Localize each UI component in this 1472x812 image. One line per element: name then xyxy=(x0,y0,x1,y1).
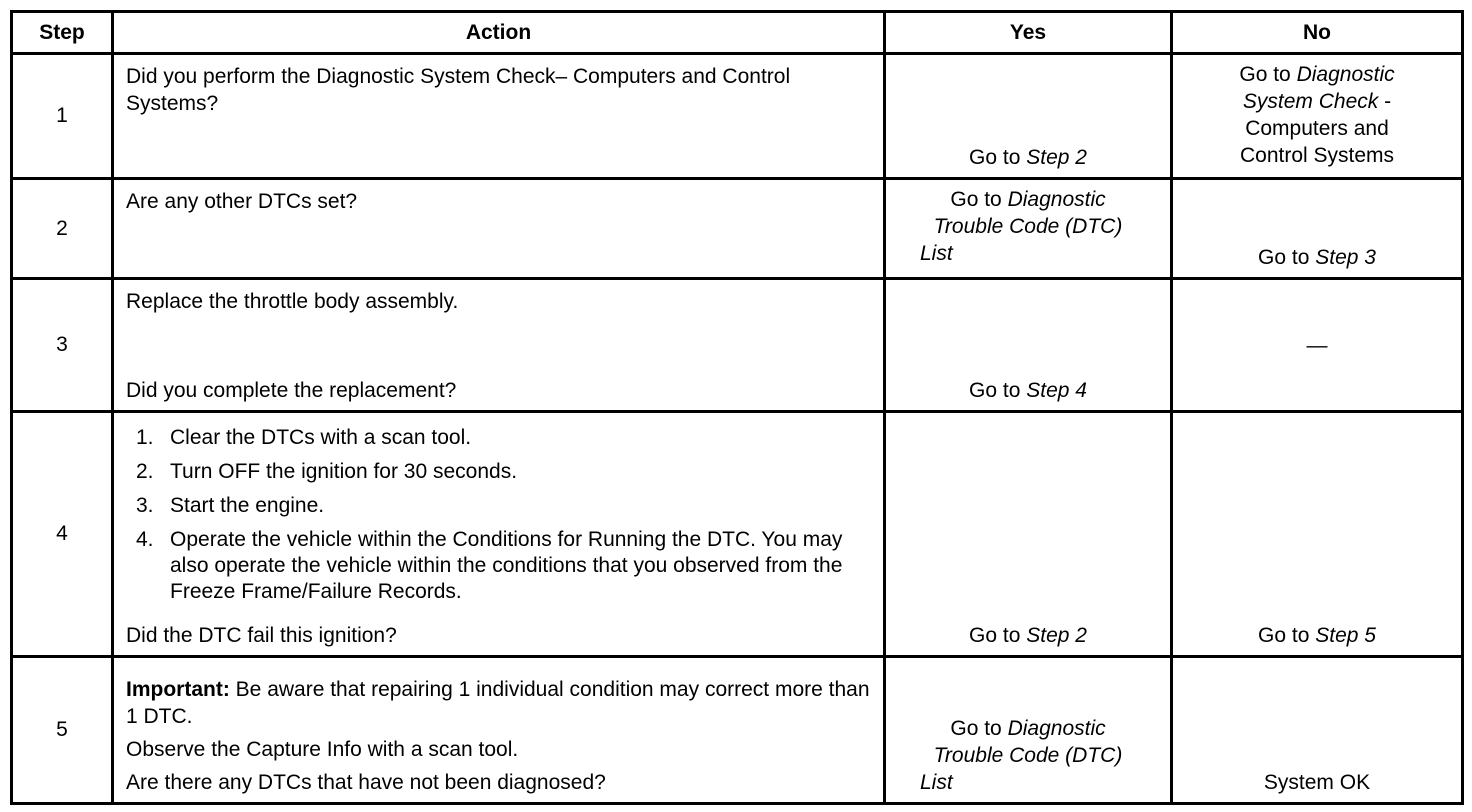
list-number: 3. xyxy=(136,494,154,517)
table-row: 5 Important: Be aware that repairing 1 i… xyxy=(10,655,1464,805)
yes-link[interactable]: Trouble Code (DTC) xyxy=(933,744,1123,767)
list-text: Turn OFF the ignition for 30 seconds. xyxy=(170,460,518,483)
action-question: Did you complete the replacement? xyxy=(126,379,457,402)
action-text: Observe the Capture Info with a scan too… xyxy=(126,738,519,761)
no-text: System OK xyxy=(1263,771,1371,794)
no-link[interactable]: Diagnostic xyxy=(1296,63,1395,86)
yes-cell: Go to Diagnostic Trouble Code (DTC) List xyxy=(883,655,1173,805)
header-action: Action xyxy=(111,10,886,55)
yes-prefix: Go to xyxy=(950,717,1002,740)
header-row: Step Action Yes No xyxy=(10,10,1464,55)
list-item: 4. Operate the vehicle within the Condit… xyxy=(136,527,871,605)
action-cell: Did you perform the Diagnostic System Ch… xyxy=(111,52,886,180)
yes-link[interactable]: Step 2 xyxy=(1026,624,1087,647)
header-step: Step xyxy=(10,10,114,55)
step-number: 3 xyxy=(10,277,114,413)
action-text: Replace the throttle body assembly. xyxy=(126,290,459,313)
table-row: 4 1. Clear the DTCs with a scan tool. 2.… xyxy=(10,410,1464,658)
yes-prefix: Go to xyxy=(950,188,1002,211)
yes-link[interactable]: List xyxy=(920,242,953,265)
yes-prefix: Go to xyxy=(969,624,1021,647)
header-no: No xyxy=(1170,10,1464,55)
yes-link[interactable]: Diagnostic xyxy=(1007,188,1106,211)
important-text: Be aware that repairing 1 individual con… xyxy=(126,678,870,728)
action-question: Did the DTC fail this ignition? xyxy=(126,624,397,647)
step-number: 4 xyxy=(10,410,114,658)
list-number: 4. xyxy=(136,528,154,551)
no-prefix: Go to xyxy=(1258,246,1310,269)
no-cell: — xyxy=(1170,277,1464,413)
list-text: Operate the vehicle within the Condition… xyxy=(170,528,843,603)
no-prefix: Go to xyxy=(1258,624,1310,647)
list-number: 1. xyxy=(136,426,154,449)
step-number: 2 xyxy=(10,177,114,280)
yes-link[interactable]: Trouble Code (DTC) xyxy=(933,215,1123,238)
no-cell: Go to Step 3 xyxy=(1170,177,1464,280)
yes-prefix: Go to xyxy=(969,379,1021,402)
step-list: 1. Clear the DTCs with a scan tool. 2. T… xyxy=(126,425,871,605)
yes-link[interactable]: Step 2 xyxy=(1026,146,1087,169)
yes-cell: Go to Step 2 xyxy=(883,410,1173,658)
action-cell: Replace the throttle body assembly. Did … xyxy=(111,277,886,413)
action-text: Are any other DTCs set? xyxy=(126,190,358,213)
table-row: 1 Did you perform the Diagnostic System … xyxy=(10,52,1464,180)
list-item: 1. Clear the DTCs with a scan tool. xyxy=(136,425,871,451)
no-suffix: - xyxy=(1384,90,1392,113)
no-cell: Go to Diagnostic System Check - Computer… xyxy=(1170,52,1464,180)
yes-link[interactable]: Step 4 xyxy=(1026,379,1087,402)
diagnostic-table: Step Action Yes No 1 Did you perform the… xyxy=(10,10,1464,805)
step-number: 1 xyxy=(10,52,114,180)
yes-prefix: Go to xyxy=(969,146,1021,169)
no-link[interactable]: System Check xyxy=(1242,90,1379,113)
yes-link[interactable]: Diagnostic xyxy=(1007,717,1106,740)
table-row: 3 Replace the throttle body assembly. Di… xyxy=(10,277,1464,413)
action-cell: 1. Clear the DTCs with a scan tool. 2. T… xyxy=(111,410,886,658)
header-yes: Yes xyxy=(883,10,1173,55)
step-number: 5 xyxy=(10,655,114,805)
no-link[interactable]: Step 5 xyxy=(1315,624,1376,647)
action-text: Did you perform the Diagnostic System Ch… xyxy=(126,65,791,115)
yes-cell: Go to Step 2 xyxy=(883,52,1173,180)
no-link[interactable]: Step 3 xyxy=(1315,246,1376,269)
yes-cell: Go to Step 4 xyxy=(883,277,1173,413)
list-number: 2. xyxy=(136,460,154,483)
important-label: Important: xyxy=(126,678,230,701)
list-text: Clear the DTCs with a scan tool. xyxy=(170,426,472,449)
no-line: Computers and xyxy=(1245,117,1389,140)
no-line: Control Systems xyxy=(1239,144,1395,167)
no-cell: System OK xyxy=(1170,655,1464,805)
important-note: Important: Be aware that repairing 1 ind… xyxy=(126,676,871,730)
action-question: Are there any DTCs that have not been di… xyxy=(126,771,606,794)
no-dash: — xyxy=(1306,333,1328,357)
action-cell: Important: Be aware that repairing 1 ind… xyxy=(111,655,886,805)
action-cell: Are any other DTCs set? xyxy=(111,177,886,280)
list-item: 3. Start the engine. xyxy=(136,493,871,519)
no-cell: Go to Step 5 xyxy=(1170,410,1464,658)
list-item: 2. Turn OFF the ignition for 30 seconds. xyxy=(136,459,871,485)
list-text: Start the engine. xyxy=(170,494,325,517)
table-row: 2 Are any other DTCs set? Go to Diagnost… xyxy=(10,177,1464,280)
no-prefix: Go to xyxy=(1239,63,1291,86)
yes-link[interactable]: List xyxy=(920,771,953,794)
yes-cell: Go to Diagnostic Trouble Code (DTC) List xyxy=(883,177,1173,280)
